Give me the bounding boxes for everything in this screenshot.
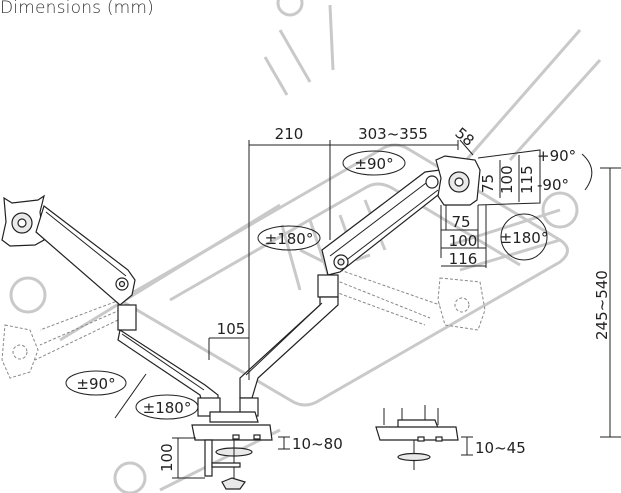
vesa-vertical-115: 115 bbox=[518, 165, 536, 194]
dim-arm-base-offset: 105 bbox=[217, 320, 246, 338]
rotation-tilt-down: -90° bbox=[537, 176, 569, 194]
vesa-horizontal-100: 100 bbox=[449, 232, 478, 250]
vesa-horizontal-75: 75 bbox=[451, 213, 470, 231]
left-upper-arm bbox=[35, 205, 136, 306]
right-vesa-plate bbox=[435, 155, 481, 206]
rotation-base: ±180° bbox=[143, 399, 192, 417]
dim-height-range: 245~540 bbox=[593, 270, 611, 340]
dimension-lines bbox=[114, 139, 621, 479]
vesa-vertical-100: 100 bbox=[498, 165, 516, 194]
right-lower-arm bbox=[239, 274, 339, 399]
clamp-base bbox=[191, 397, 273, 490]
rotation-base-arm: ±90° bbox=[76, 375, 115, 393]
vesa-vertical-75: 75 bbox=[479, 174, 497, 193]
rotation-markers bbox=[65, 150, 593, 420]
dim-clamp-desk-range: 10~80 bbox=[292, 435, 343, 453]
dim-pole-to-elbow: 210 bbox=[275, 125, 304, 143]
ghost-arm-right bbox=[329, 269, 486, 331]
vesa-horizontal-116: 116 bbox=[449, 250, 478, 268]
diagram-title: Dimensions (mm) bbox=[0, 0, 155, 18]
rotation-monitor: ±180° bbox=[500, 229, 549, 247]
dim-arm-reach: 303~355 bbox=[358, 125, 428, 143]
dim-head-offset: 58 bbox=[451, 124, 477, 150]
ghost-arm-left bbox=[1, 299, 121, 379]
rotation-tilt-up: +90° bbox=[537, 147, 576, 165]
dim-clamp-height: 100 bbox=[158, 443, 176, 472]
grommet-base bbox=[375, 405, 459, 470]
rotation-head-swivel: ±90° bbox=[354, 155, 393, 173]
rotation-elbow-swivel: ±180° bbox=[265, 230, 314, 248]
dim-grommet-desk-range: 10~45 bbox=[475, 439, 526, 457]
left-vesa-plate bbox=[1, 194, 45, 247]
